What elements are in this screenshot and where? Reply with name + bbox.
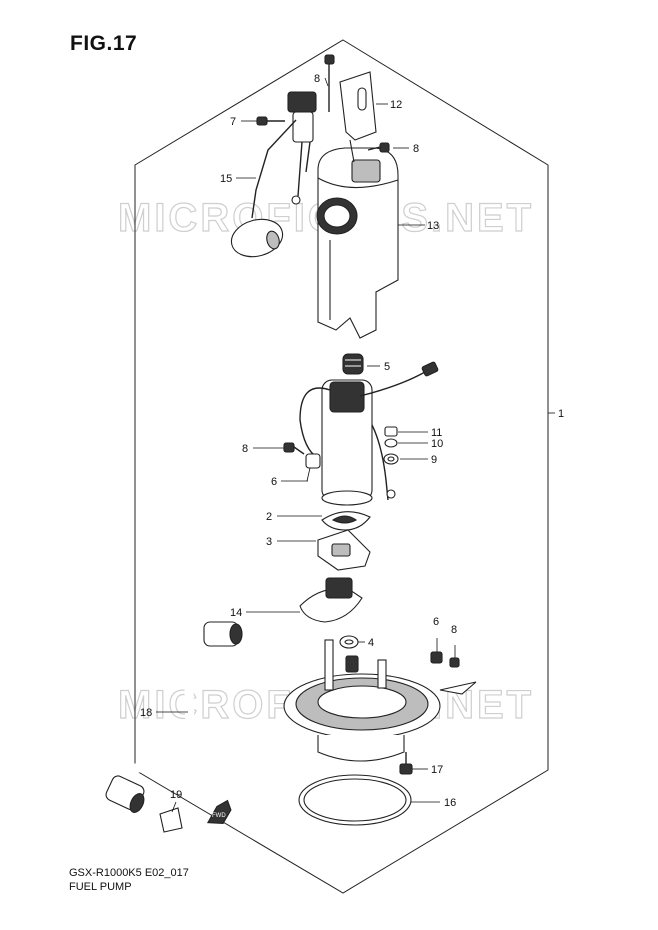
pump-base-plate[interactable] [283, 639, 477, 762]
callout-2: 2 [266, 511, 272, 523]
bolt-part-8-right[interactable] [367, 142, 390, 153]
callout-18: 18 [140, 707, 152, 719]
bolt-part-7[interactable] [256, 116, 285, 126]
callout-3: 3 [266, 536, 272, 548]
nut-part-11[interactable] [384, 426, 398, 437]
callout-16: 16 [444, 797, 456, 809]
fuel-hose-part-18[interactable] [104, 621, 243, 815]
callout-8-middle: 8 [242, 443, 248, 455]
callout-1: 1 [558, 408, 564, 420]
callout-leaders [156, 77, 555, 813]
callout-numbers: 1 2 3 4 5 6 6 7 8 8 8 8 9 10 11 12 13 14… [140, 73, 564, 809]
float-assembly-part-15[interactable] [227, 119, 297, 262]
bolt-part-8-top[interactable] [324, 54, 335, 112]
fuel-pump-motor[interactable] [321, 379, 373, 506]
assembly-frame [134, 39, 549, 894]
pump-housing-part-13[interactable] [316, 147, 399, 339]
bolt-part-8-lower-right[interactable] [449, 657, 460, 668]
clamp-part-19[interactable] [159, 807, 183, 833]
callout-10: 10 [431, 438, 443, 450]
callout-8-right: 8 [413, 143, 419, 155]
section-name: FUEL PUMP [69, 881, 132, 893]
callout-6-middle: 6 [271, 476, 277, 488]
washer-part-9[interactable] [383, 453, 399, 465]
gasket-part-16[interactable] [298, 774, 412, 826]
model-code: GSX-R1000K5 E02_017 [69, 867, 189, 879]
fwd-arrow-icon: FWD [206, 799, 232, 825]
callout-9: 9 [431, 454, 437, 466]
filter-part-14[interactable] [299, 577, 363, 623]
callout-15: 15 [220, 173, 232, 185]
cushion-part-2[interactable] [321, 511, 371, 531]
callout-7: 7 [230, 116, 236, 128]
callout-6-right: 6 [433, 616, 439, 628]
callout-14: 14 [230, 607, 242, 619]
filter-cap-part-5[interactable] [342, 353, 364, 375]
callout-5: 5 [384, 361, 390, 373]
figure-title: FIG.17 [70, 32, 138, 55]
bolt-part-17[interactable] [399, 752, 413, 775]
callout-13: 13 [427, 220, 439, 232]
wire-harness[interactable] [299, 361, 439, 501]
callout-12: 12 [390, 99, 402, 111]
callout-8-lower-right: 8 [451, 624, 457, 636]
washer-part-10[interactable] [384, 438, 398, 448]
clip-part-6-right[interactable] [430, 651, 443, 664]
clip-part-6-middle[interactable] [305, 453, 321, 469]
bracket-plate-part-12[interactable] [339, 71, 377, 163]
callout-19: 19 [170, 789, 182, 801]
fwd-label: FWD [212, 813, 226, 819]
holder-part-3[interactable] [317, 529, 371, 571]
callout-17: 17 [431, 764, 443, 776]
bolt-part-8-middle[interactable] [283, 442, 305, 455]
o-ring-part-4[interactable] [339, 635, 359, 649]
sender-unit-head[interactable] [287, 91, 317, 205]
callout-8-top: 8 [314, 73, 320, 85]
callout-4: 4 [368, 637, 374, 649]
callout-11: 11 [431, 427, 442, 439]
